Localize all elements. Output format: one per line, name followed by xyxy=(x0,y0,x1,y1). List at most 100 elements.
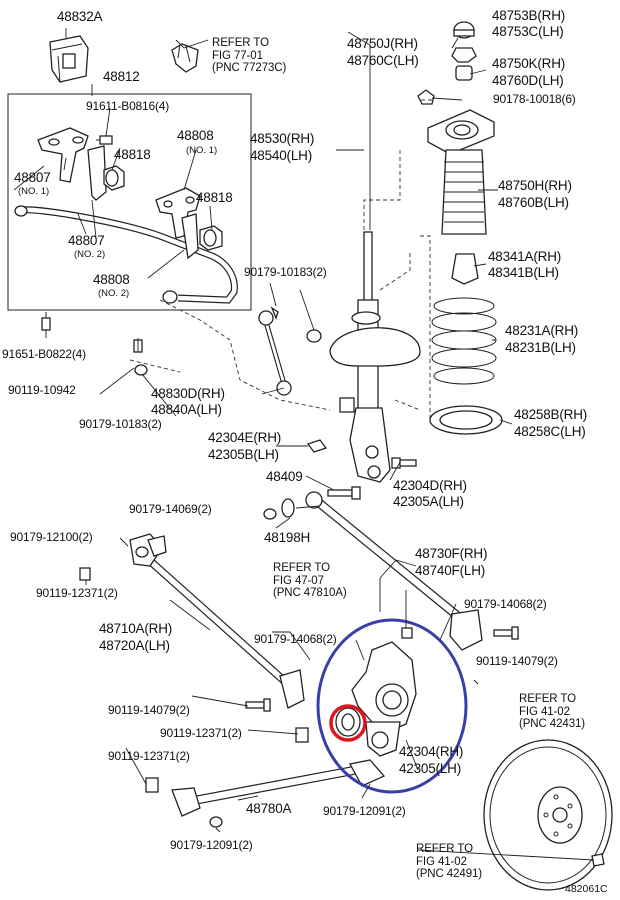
bump-stopper-48341A xyxy=(451,253,479,285)
label-48341B: 48341B(LH) xyxy=(488,265,559,280)
nut-90119-12371-a xyxy=(79,567,91,581)
brake-disc xyxy=(483,739,613,891)
label-48807-no1-sub: (NO. 1) xyxy=(18,186,50,197)
label-90178: 90178-10018(6) xyxy=(493,92,576,106)
label-48720A: 48720A(LH) xyxy=(99,638,170,653)
label-90119-12371-b: 90119-12371(2) xyxy=(160,726,242,740)
bolt-91611 xyxy=(96,135,113,145)
label-48840A: 48840A(LH) xyxy=(151,402,222,417)
coil-spring-48231A xyxy=(431,297,497,385)
label-48780A: 48780A xyxy=(246,801,292,816)
highlight-circle xyxy=(316,618,468,794)
label-48760D: 48760D(LH) xyxy=(492,73,564,88)
label-48740F: 48740F(LH) xyxy=(415,563,486,578)
bolt-48409 xyxy=(327,486,361,500)
nut-90178 xyxy=(417,89,435,105)
bracket-48807-no1 xyxy=(37,127,89,183)
label-48808-no1: 48808 xyxy=(177,128,214,143)
bushing-48818-a xyxy=(103,165,125,191)
label-48807-no2-sub: (NO. 2) xyxy=(74,249,106,260)
label-48710A: 48710A(RH) xyxy=(99,621,173,636)
label-48530: 48530(RH) xyxy=(250,131,315,146)
guide-line-link xyxy=(129,299,331,411)
label-90119-12371-c: 90119-12371(2) xyxy=(108,749,190,763)
label-90179-14068-a: 90179-14068(2) xyxy=(464,597,547,611)
bolt-42491 xyxy=(591,853,605,867)
label-90179-10183-b: 90179-10183(2) xyxy=(79,417,162,431)
bracket-48808-no1 xyxy=(87,145,107,201)
bump-boot xyxy=(441,149,487,235)
label-48258C: 48258C(LH) xyxy=(514,424,586,439)
label-42304D: 42304D(RH) xyxy=(393,478,467,493)
label-90179-12100: 90179-12100(2) xyxy=(10,530,93,544)
nut-90179-14069 xyxy=(263,508,277,520)
label-42304E: 42304E(RH) xyxy=(208,430,282,445)
label-refer-41b: REFER TO FIG 41-02 (PNC 42491) xyxy=(416,843,483,880)
label-refer-77: REFER TO FIG 77-01 (PNC 77273C) xyxy=(212,37,287,74)
label-48750H: 48750H(RH) xyxy=(498,178,572,193)
guide-line xyxy=(363,99,432,420)
label-91611: 91611-B0816(4) xyxy=(86,99,170,113)
label-90179-14068-b: 90179-14068(2) xyxy=(254,632,337,646)
bolt-42304E xyxy=(306,439,328,453)
label-90179-14069: 90179-14069(2) xyxy=(129,502,212,516)
stabilizer-link xyxy=(258,306,292,396)
label-48231A: 48231A(RH) xyxy=(505,323,579,338)
stabilizer-bar xyxy=(14,205,238,304)
bolt-47-07 xyxy=(401,627,413,639)
bolt-91651 xyxy=(41,312,51,331)
bolt-90119-14079-right xyxy=(493,626,519,640)
nut-90179-10183-right xyxy=(306,329,322,343)
label-90179-12091-a: 90179-12091(2) xyxy=(323,804,406,818)
label-48808-no1-sub: (NO. 1) xyxy=(186,145,218,156)
shock-absorber xyxy=(329,231,421,483)
highlight-ring xyxy=(329,704,367,742)
bolt-90119-12371-c xyxy=(145,777,159,793)
label-48807-no1: 48807 xyxy=(14,170,51,185)
label-90119-14079-a: 90119-14079(2) xyxy=(476,654,558,668)
bolt-90119-14079-left xyxy=(245,698,271,712)
bracket-77-01 xyxy=(171,43,199,73)
bracket-48808-no2 xyxy=(181,213,199,260)
label-48830D: 48830D(RH) xyxy=(151,386,225,401)
upper-support-48750H xyxy=(427,109,495,155)
label-48750J: 48750J(RH) xyxy=(347,36,418,51)
label-48753C: 48753C(LH) xyxy=(492,24,564,39)
label-48807-no2: 48807 xyxy=(68,233,105,248)
label-42305: 42305(LH) xyxy=(399,761,461,776)
label-48760B: 48760B(LH) xyxy=(498,195,569,210)
leader-lines xyxy=(13,28,595,861)
label-90119-10942: 90119-10942 xyxy=(8,383,76,397)
label-42305B: 42305B(LH) xyxy=(208,447,279,462)
label-refer-47: REFER TO FIG 47-07 (PNC 47810A) xyxy=(273,562,347,599)
spring-seat-48258B xyxy=(429,405,503,435)
bracket-48832A xyxy=(49,35,89,83)
label-48818-a: 48818 xyxy=(114,147,151,162)
nut-48750J xyxy=(451,47,477,63)
label-48231B: 48231B(LH) xyxy=(505,340,576,355)
label-90119-12371-a: 90119-12371(2) xyxy=(36,586,118,600)
label-48258B: 48258B(RH) xyxy=(514,407,588,422)
collar-48750K xyxy=(455,65,473,81)
label-48198H: 48198H xyxy=(264,530,311,545)
bolt-90119-12371-b xyxy=(295,727,309,743)
diagram-code: 482061C xyxy=(565,883,608,895)
label-90119-14079-b: 90119-14079(2) xyxy=(108,703,190,717)
label-48540: 48540(LH) xyxy=(250,148,312,163)
label-48341A: 48341A(RH) xyxy=(488,249,562,264)
label-48760C: 48760C(LH) xyxy=(347,53,419,68)
label-48832A: 48832A xyxy=(57,9,103,24)
label-48818-b: 48818 xyxy=(196,190,233,205)
label-48812: 48812 xyxy=(103,69,140,84)
arm-48730F xyxy=(305,491,483,651)
label-42304: 42304(RH) xyxy=(399,744,464,759)
arm-48710A xyxy=(129,533,305,709)
label-90179-10183-a: 90179-10183(2) xyxy=(244,265,327,279)
label-90179-12091-b: 90179-12091(2) xyxy=(170,838,253,852)
label-48753B: 48753B(RH) xyxy=(492,8,566,23)
label-42305A: 42305A(LH) xyxy=(393,494,464,509)
stabilizer-group-box xyxy=(7,93,252,311)
nut-90179-12091-a xyxy=(209,816,223,828)
dust-cap-48753B xyxy=(453,21,475,39)
label-48808-no2-sub: (NO. 2) xyxy=(98,288,130,299)
